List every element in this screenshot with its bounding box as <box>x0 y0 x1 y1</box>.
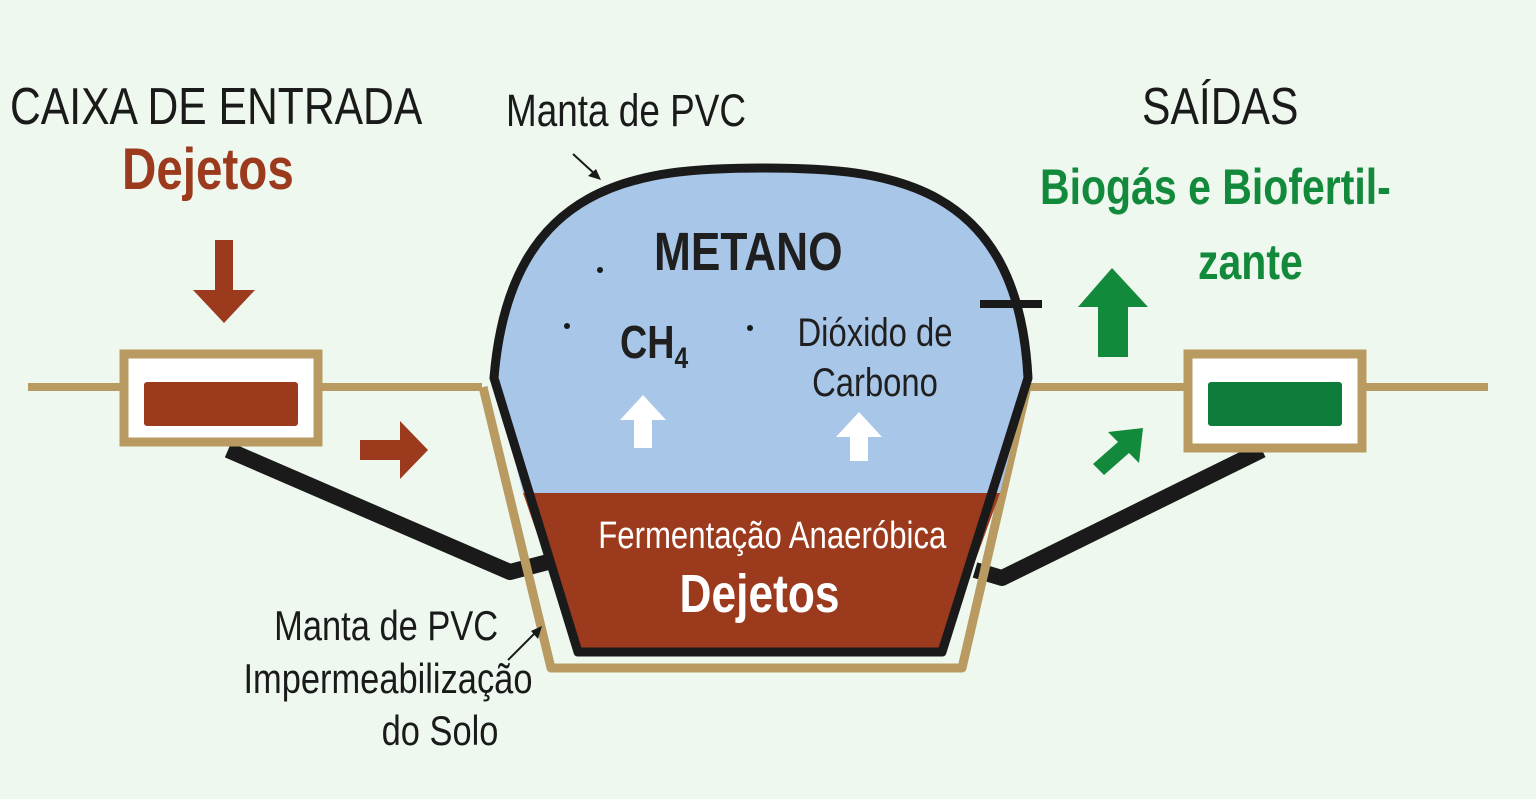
soil-liner-line1: Manta de PVC <box>274 602 498 649</box>
co2-label: Dióxido de Carbono <box>760 308 990 408</box>
arrow-up-right-icon <box>1093 428 1143 475</box>
inlet-slurry <box>144 382 298 426</box>
slurry-label: Dejetos <box>560 566 960 623</box>
soil-liner-line2: Impermeabilização <box>243 654 533 702</box>
outlet-heading-text: SAÍDAS <box>1142 78 1299 136</box>
methane-formula-subscript: 4 <box>674 342 689 375</box>
outlet-heading: SAÍDAS <box>1142 80 1333 135</box>
pit-liner <box>478 385 1032 673</box>
digester-outline <box>489 163 1033 657</box>
methane-formula-text: CH <box>620 316 675 368</box>
inlet-pipe <box>224 442 551 580</box>
pointer-arrowhead <box>588 169 601 180</box>
top-liner-text: Manta de PVC <box>506 85 746 136</box>
digester-gas-dome <box>494 168 1028 493</box>
outlet-pipe <box>972 442 1266 586</box>
inlet-material-text: Dejetos <box>122 137 294 202</box>
gas-bubble <box>564 323 570 329</box>
co2-line2: Carbono <box>812 361 938 405</box>
outlet-products: Biogás e Biofertil- zante <box>1040 150 1468 300</box>
fermentation-text: Fermentação Anaeróbica <box>598 515 947 557</box>
top-liner-label: Manta de PVC <box>506 85 799 136</box>
soil-liner-label: Manta de PVC Impermeabilização do Solo <box>180 600 532 758</box>
methane-label: METANO <box>654 224 884 281</box>
inlet-heading-text: CAIXA DE ENTRADA <box>10 78 423 136</box>
co2-line1: Dióxido de <box>797 311 953 355</box>
arrow-up-icon <box>836 412 882 461</box>
slurry-text: Dejetos <box>680 564 840 624</box>
gas-bubble <box>747 325 753 331</box>
outlet-products-line2: zante <box>1198 234 1303 290</box>
pointer-arrowhead <box>531 626 542 639</box>
gas-bubble <box>597 267 603 273</box>
arrow-down-icon <box>193 240 255 323</box>
soil-liner-line3: do Solo <box>381 707 498 754</box>
methane-formula: CH4 <box>620 318 703 375</box>
inlet-heading: CAIXA DE ENTRADA <box>10 80 513 135</box>
methane-text: METANO <box>654 222 843 282</box>
inlet-material: Dejetos <box>122 137 332 202</box>
outlet-fertilizer <box>1208 382 1342 426</box>
arrow-up-icon <box>620 395 666 448</box>
arrow-right-icon <box>360 421 428 479</box>
outlet-products-line1: Biogás e Biofertil- <box>1040 159 1391 215</box>
arrow-up-icon <box>1078 268 1148 357</box>
fermentation-label: Fermentação Anaeróbica <box>560 515 960 557</box>
pointer-arrow <box>507 629 539 661</box>
digester-slurry <box>523 493 1000 652</box>
